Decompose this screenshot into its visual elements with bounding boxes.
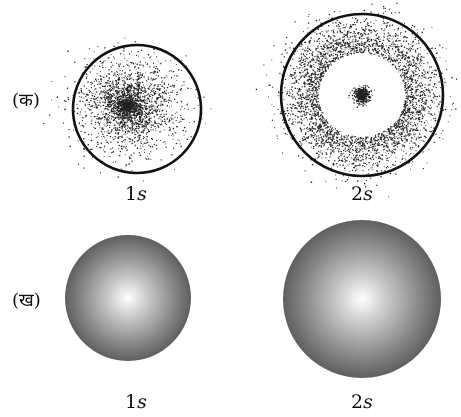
orbital-symbol: s [363, 183, 373, 205]
orbital-number: 2 [351, 391, 363, 413]
orbital-symbol: s [137, 183, 147, 205]
sphere-2s [283, 220, 441, 378]
orbital-label-2s-b: 2s [351, 393, 373, 412]
orbital-label-1s-b: 1s [125, 393, 147, 412]
sphere-1s [65, 235, 191, 361]
row-label-b: (ख) [12, 292, 41, 310]
orbital-label-1s-a: 1s [125, 185, 147, 204]
orbital-number: 1 [125, 183, 137, 205]
row-label-a: (क) [12, 92, 40, 110]
electron-cloud-1s [43, 38, 211, 190]
electron-cloud-2s [256, 3, 457, 198]
orbital-number: 1 [125, 391, 137, 413]
orbital-symbol: s [363, 391, 373, 413]
orbital-symbol: s [137, 391, 147, 413]
orbital-label-2s-a: 2s [351, 185, 373, 204]
orbital-number: 2 [351, 183, 363, 205]
